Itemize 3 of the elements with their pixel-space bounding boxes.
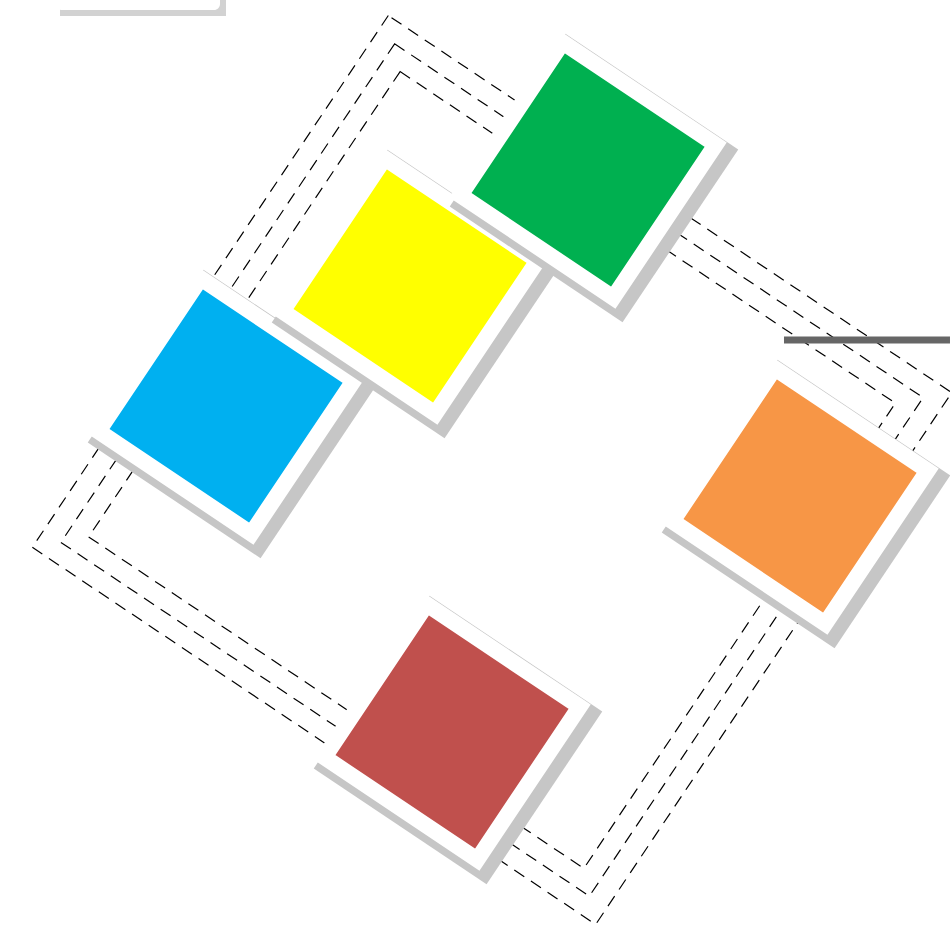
square-tile: [661, 357, 950, 649]
square-tile: [313, 593, 603, 885]
square-tile: [449, 31, 739, 323]
